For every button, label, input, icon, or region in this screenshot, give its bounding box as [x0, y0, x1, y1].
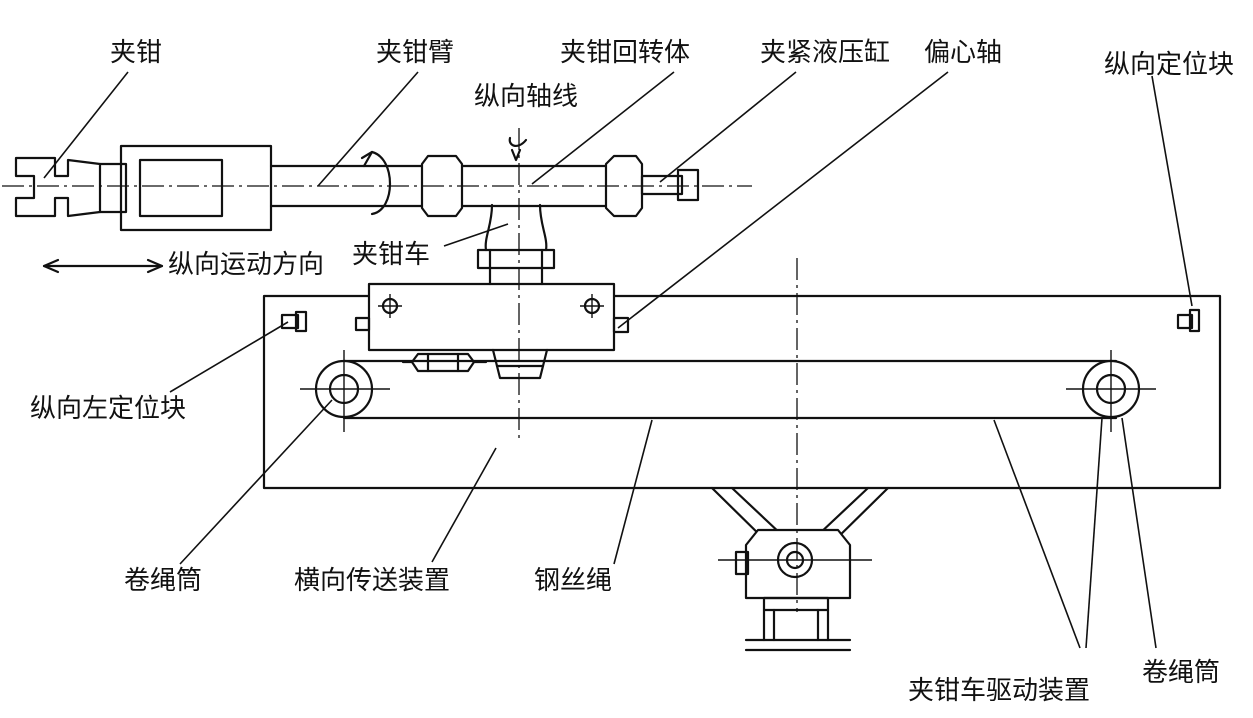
clamp-arm [98, 144, 424, 232]
longitudinal-axis-rotation-arrow [508, 136, 528, 162]
leader-lines [43, 71, 1193, 649]
clamping-cylinder-rod [640, 168, 700, 202]
label-clamping-cylinder: 夹紧液压缸 [760, 38, 891, 68]
label-drum-left: 卷绳筒 [124, 566, 203, 596]
label-drum-right: 卷绳筒 [1142, 658, 1221, 688]
label-transverse-transfer-device: 横向传送装置 [294, 566, 451, 596]
right-rope-drum [1066, 350, 1156, 432]
longitudinal-left-locator-block [280, 310, 308, 333]
label-clamp: 夹钳 [110, 38, 163, 68]
longitudinal-locator-block [1176, 308, 1201, 333]
label-clamp-car: 夹钳车 [352, 240, 431, 270]
label-wire-rope: 钢丝绳 [534, 566, 613, 596]
label-eccentric-shaft: 偏心轴 [924, 38, 1003, 68]
label-longitudinal-left-locator: 纵向左定位块 [30, 394, 187, 424]
drive-support-stand [710, 486, 890, 652]
center-lines [2, 128, 872, 612]
label-clamp-car-drive: 夹钳车驱动装置 [908, 676, 1091, 706]
label-clamp-arm: 夹钳臂 [376, 38, 455, 68]
longitudinal-motion-arrow [42, 258, 164, 274]
label-longitudinal-locator: 纵向定位块 [1104, 50, 1235, 80]
label-clamp-rotary-body: 夹钳回转体 [560, 38, 691, 68]
label-longitudinal-motion-direction: 纵向运动方向 [168, 250, 325, 280]
clamp-car [354, 203, 630, 380]
clamp-jaw [14, 156, 102, 218]
label-longitudinal-axis: 纵向轴线 [474, 82, 579, 112]
